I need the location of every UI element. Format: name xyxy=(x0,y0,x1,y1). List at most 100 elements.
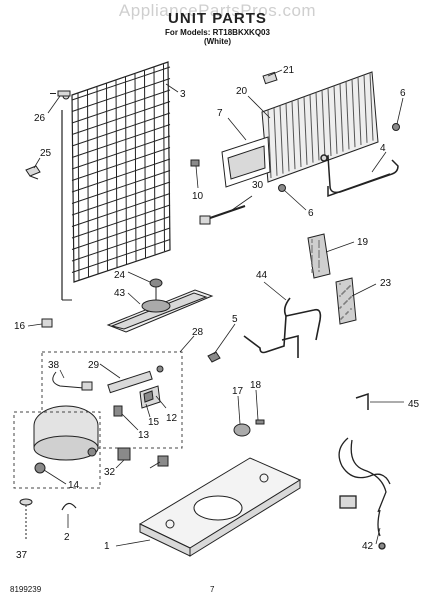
foam-texture-dot xyxy=(318,264,320,266)
foam-texture-dot xyxy=(318,242,320,244)
condenser-fin xyxy=(279,105,284,174)
leader-lines xyxy=(27,69,404,547)
callout-44: 44 xyxy=(256,270,268,281)
condenser-fin xyxy=(315,92,320,161)
foam-texture-dot xyxy=(311,259,313,261)
callout-45: 45 xyxy=(408,399,420,410)
callout-13: 13 xyxy=(138,430,150,441)
foam-texture-dot xyxy=(342,316,344,318)
callout-15: 15 xyxy=(148,417,160,428)
foam-texture-dot xyxy=(318,260,320,262)
foam-texture-dot xyxy=(311,265,313,267)
foam-texture-dot xyxy=(311,247,313,249)
foam-texture-dot xyxy=(350,296,352,298)
clip-part-16 xyxy=(41,318,53,328)
callout-25: 25 xyxy=(40,148,52,159)
washer-part-37 xyxy=(19,498,33,540)
callout-6-bottom: 6 xyxy=(308,208,314,219)
document-number: 8199239 xyxy=(10,585,42,594)
foam-texture-dot xyxy=(311,241,313,243)
coil-tube xyxy=(71,101,171,135)
coil-wire xyxy=(106,83,108,271)
condenser-coil xyxy=(61,61,171,301)
condenser-fin xyxy=(273,107,278,176)
coil-wires xyxy=(77,64,165,281)
foam-texture-dot xyxy=(318,262,320,264)
condenser-fin xyxy=(303,96,308,165)
condenser-fin xyxy=(291,101,296,170)
cord-part-30 xyxy=(199,205,246,225)
callout-19: 19 xyxy=(357,237,369,248)
compressor-part-14 xyxy=(33,405,99,474)
condenser-fin xyxy=(297,98,302,168)
callout-28: 28 xyxy=(192,327,204,338)
condenser-fin xyxy=(357,76,362,146)
foam-texture-dot xyxy=(311,257,313,259)
foam-texture-dot xyxy=(311,239,313,241)
callout-32: 32 xyxy=(104,467,116,478)
foam-texture-dot xyxy=(340,306,342,308)
callout-10: 10 xyxy=(192,191,204,202)
callout-12: 12 xyxy=(166,413,178,424)
foam-texture-dot xyxy=(318,256,320,258)
coil-wire xyxy=(96,86,99,274)
foam-texture-dot xyxy=(318,246,320,248)
color-line: (White) xyxy=(203,37,232,46)
relay-part-15 xyxy=(139,385,161,409)
page-number: 7 xyxy=(210,585,215,594)
callout-7: 7 xyxy=(217,108,223,119)
clip-part-25 xyxy=(25,165,41,180)
callout-42: 42 xyxy=(362,541,374,552)
coil-wire xyxy=(153,67,156,255)
coil-tube xyxy=(71,124,171,158)
condenser-fan-assembly xyxy=(221,71,400,192)
condenser-fin xyxy=(345,81,350,150)
callout-17: 17 xyxy=(232,386,244,397)
models-line: For Models: RT18BKXKQ03 xyxy=(165,28,270,37)
relay-wires-part-38 xyxy=(52,371,93,391)
condenser-fin xyxy=(285,103,290,172)
foam-texture-dot xyxy=(311,261,313,263)
foam-texture-dot xyxy=(346,300,348,302)
condenser-fin xyxy=(327,87,332,157)
fan-blade-part-17 xyxy=(233,423,251,437)
foam-texture-dot xyxy=(344,290,346,292)
foam-texture-dot xyxy=(339,295,341,297)
callout-26: 26 xyxy=(34,113,46,124)
foam-texture-dot xyxy=(339,283,341,285)
foam-texture-dot xyxy=(347,311,349,313)
callout-14: 14 xyxy=(68,480,80,491)
condenser-fin xyxy=(369,72,374,141)
callout-16: 16 xyxy=(14,321,26,332)
condenser-fin xyxy=(321,90,326,159)
condenser-fin xyxy=(267,109,272,179)
condenser-fin xyxy=(339,83,344,152)
callout-29: 29 xyxy=(88,360,100,371)
callout-5: 5 xyxy=(232,314,238,325)
callout-20: 20 xyxy=(236,86,248,97)
clip-part-2 xyxy=(61,502,77,511)
screw-part-10 xyxy=(190,159,200,167)
foam-block-part-19 xyxy=(307,233,331,279)
foam-texture-dot xyxy=(311,255,313,257)
callout-24: 24 xyxy=(114,270,126,281)
screw-part-18 xyxy=(255,419,265,425)
foam-texture-dot xyxy=(318,270,320,272)
callout-38: 38 xyxy=(48,360,60,371)
foam-texture-dot xyxy=(318,250,320,252)
page-title: UNIT PARTS xyxy=(168,10,267,27)
coil-wire xyxy=(125,76,127,265)
callout-23: 23 xyxy=(380,278,392,289)
callout-30: 30 xyxy=(252,180,264,191)
foam-texture-dot xyxy=(311,269,313,271)
callout-4: 4 xyxy=(380,143,386,154)
overload-part-29 xyxy=(107,365,164,394)
callout-1: 1 xyxy=(104,541,110,552)
electrical-kit-box-part-28 xyxy=(41,351,183,449)
foam-texture-dot xyxy=(318,266,320,268)
callout-6-top: 6 xyxy=(400,88,406,99)
foam-block-part-23 xyxy=(335,277,357,325)
callout-3: 3 xyxy=(180,89,186,100)
foam-texture-dot xyxy=(318,252,320,254)
